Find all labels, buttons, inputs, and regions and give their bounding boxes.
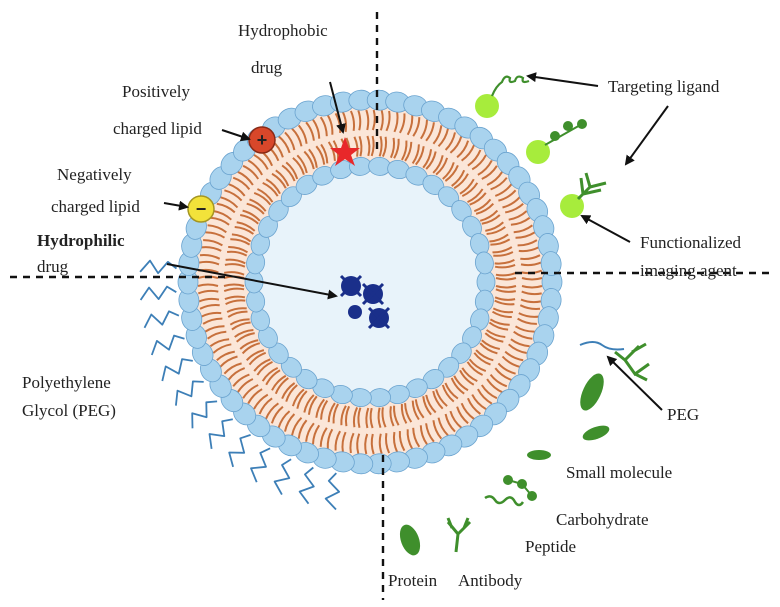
label-antibody: Antibody (458, 571, 523, 590)
negative-lipid-icon: − (188, 196, 214, 222)
svg-text:−: − (196, 199, 207, 219)
label-peg-right: PEG (667, 405, 699, 424)
peg-chain (152, 336, 185, 355)
label-peptide: Peptide (525, 537, 576, 556)
label-protein: Protein (388, 571, 438, 590)
peptide-icon (485, 496, 523, 505)
label-imaging-agent: imaging agent (640, 261, 737, 280)
peg-chain (326, 473, 339, 509)
inner-lipid-head (477, 271, 495, 293)
label-hydrophobic-drug-1: Hydrophobic (238, 21, 328, 40)
peg-chain (162, 359, 193, 381)
label-positive-charged-lipid: charged lipid (113, 119, 202, 138)
label-negatively: Negatively (57, 165, 132, 184)
peg-chain (145, 311, 179, 328)
label-negative-charged-lipid: charged lipid (51, 197, 140, 216)
peg-chain (141, 287, 177, 300)
label-polyethylene: Polyethylene (22, 373, 111, 392)
peg-right-chain (580, 342, 624, 350)
peg-chain (275, 459, 292, 494)
peg-chain (140, 261, 176, 274)
peg-chain (192, 401, 217, 428)
label-hydrophilic-drug: drug (37, 257, 69, 276)
peg-chain (251, 448, 270, 482)
peg-chain (176, 381, 204, 405)
imaging-agent-icon (560, 173, 606, 218)
label-carbohydrate: Carbohydrate (556, 510, 649, 529)
label-functionalized: Functionalized (640, 233, 742, 252)
small-molecule-icon (527, 370, 611, 460)
label-small-molecule: Small molecule (566, 463, 672, 482)
label-positively: Positively (122, 82, 191, 101)
peg-chain (300, 468, 314, 504)
label-glycol-peg: Glycol (PEG) (22, 401, 116, 420)
label-hydrophilic: Hydrophilic (37, 231, 125, 250)
label-targeting-ligand: Targeting ligand (608, 77, 720, 96)
antibody-icon (448, 518, 470, 552)
svg-text:+: + (257, 130, 268, 150)
peg-chain (229, 435, 250, 467)
label-hydrophobic-drug-2: drug (251, 58, 283, 77)
protein-icon (396, 522, 424, 558)
positive-lipid-icon: + (249, 127, 275, 153)
peg-chain (210, 419, 233, 449)
